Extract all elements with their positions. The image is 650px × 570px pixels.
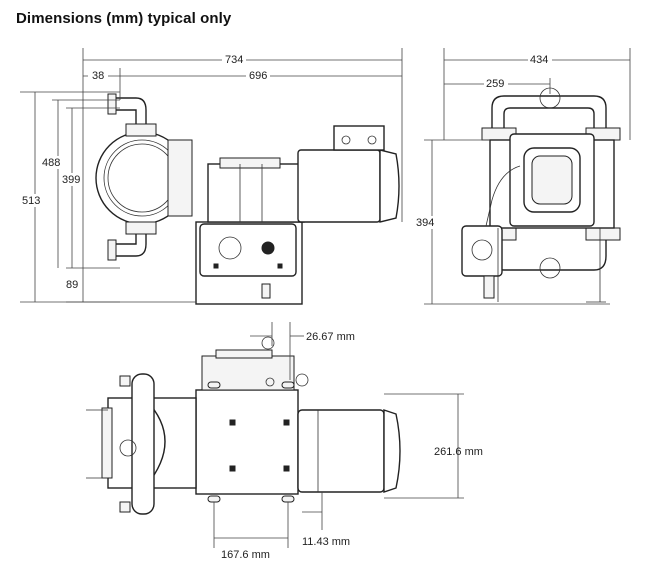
front-view [95, 93, 400, 305]
top-view-dimensions [213, 322, 464, 548]
dim-bolt-spacing-top: 26.67 mm [306, 331, 355, 343]
side-view [461, 87, 621, 303]
dim-overall-height: 513 [22, 195, 40, 207]
dim-slot-width: 11.43 mm [302, 536, 350, 548]
dim-half-width: 259 [486, 78, 504, 90]
side-view-dimensions [424, 48, 631, 305]
dim-motor-width: 261.6 mm [434, 446, 483, 458]
top-view [86, 336, 401, 515]
dim-body-height: 399 [62, 174, 80, 186]
page-title: Dimensions (mm) typical only [16, 10, 232, 27]
dim-pump-offset: 38 [92, 70, 104, 82]
dim-overall-length: 734 [225, 54, 243, 66]
dim-inlet-height: 89 [66, 279, 78, 291]
dim-side-height: 394 [416, 217, 434, 229]
dim-overall-width: 434 [530, 54, 548, 66]
dim-motor-length: 696 [249, 70, 267, 82]
dim-bolt-spacing-bottom: 167.6 mm [221, 549, 270, 561]
dim-outlet-height: 488 [42, 157, 60, 169]
